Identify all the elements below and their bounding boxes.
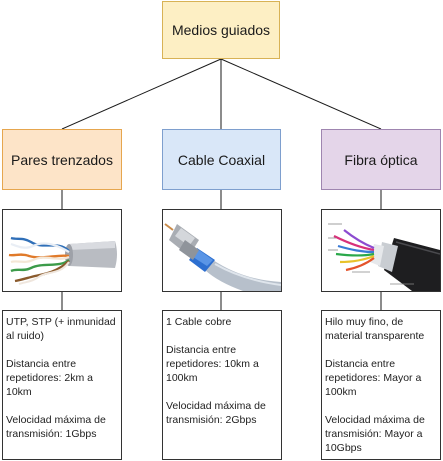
fiber-optic-cable-image xyxy=(321,209,441,292)
description-line: Distancia entre repetidores: 10km a 100k… xyxy=(166,344,259,384)
description-coaxial: 1 Cable cobre Distancia entre repetidore… xyxy=(162,310,282,460)
twisted-pair-cable-image xyxy=(2,209,122,292)
description-line: Distancia entre repetidores: 2km a 10km xyxy=(6,358,93,398)
coaxial-cable-image xyxy=(162,209,282,292)
description-twisted-pair: UTP, STP (+ inmunidad al ruido) Distanci… xyxy=(2,310,122,460)
category-node-fiber-optic: Fibra óptica xyxy=(321,129,441,190)
twisted-pair-cable-icon xyxy=(3,210,121,291)
description-line: Velocidad máxima de transmisión: 2Gbps xyxy=(166,400,266,426)
category-label: Pares trenzados xyxy=(11,151,113,168)
description-line: 1 Cable cobre xyxy=(166,316,232,328)
coaxial-cable-icon xyxy=(163,210,281,291)
category-node-coaxial: Cable Coaxial xyxy=(162,129,281,190)
description-line: Velocidad máxima de transmisión: Mayor a… xyxy=(325,414,425,454)
description-fiber-optic: Hilo muy fino, de material transparente … xyxy=(321,310,441,460)
description-line: Hilo muy fino, de material transparente xyxy=(325,316,425,342)
description-line: Velocidad máxima de transmisión: 1Gbps xyxy=(6,414,106,440)
root-node-label: Medios guiados xyxy=(171,22,271,38)
root-node: Medios guiados xyxy=(162,1,280,59)
category-node-twisted-pair: Pares trenzados xyxy=(2,129,122,190)
category-label: Fibra óptica xyxy=(344,151,418,168)
description-line: Distancia entre repetidores: Mayor a 100… xyxy=(325,358,422,398)
category-label: Cable Coaxial xyxy=(177,151,266,168)
description-line: UTP, STP (+ inmunidad al ruido) xyxy=(6,316,116,342)
fiber-optic-cable-icon xyxy=(322,210,440,291)
